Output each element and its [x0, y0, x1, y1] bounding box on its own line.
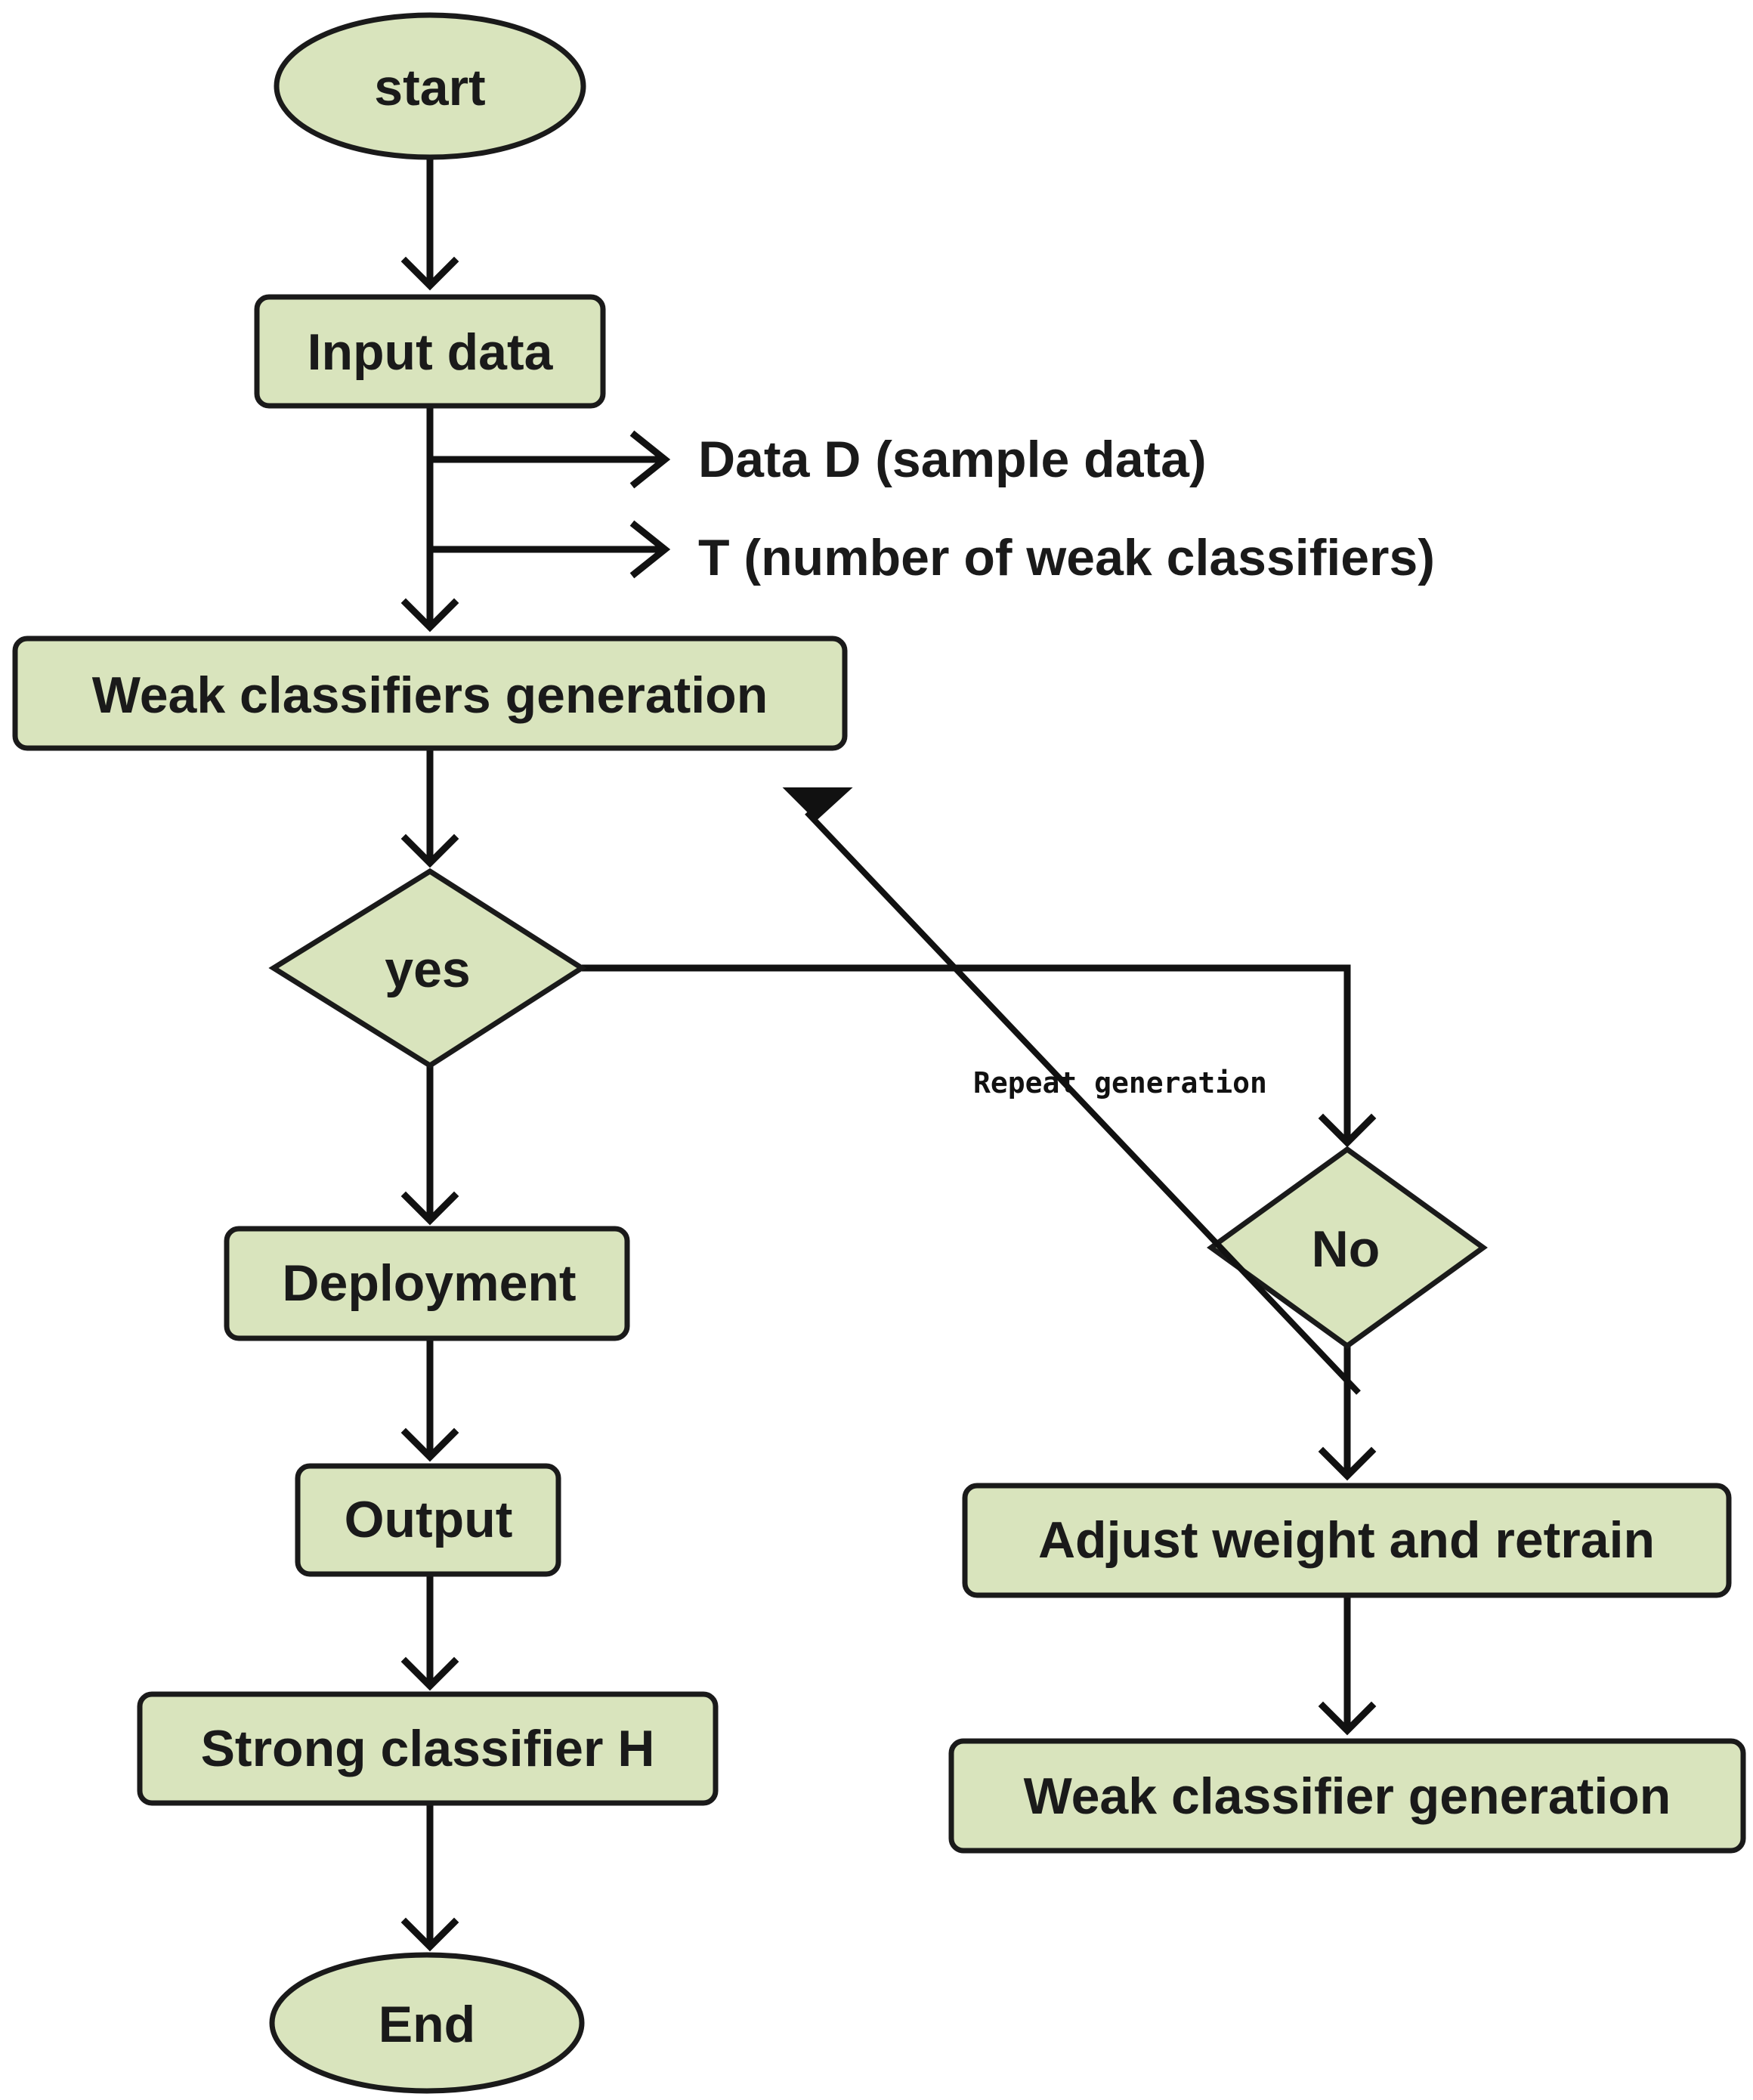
repeat-generation-label: Repeat generation — [973, 1066, 1267, 1099]
arrow-input-to-weak-generation — [400, 406, 459, 632]
arrow-strong-classifier-to-end — [400, 1803, 459, 1952]
adjust-weight-node: Adjust weight and retrain — [962, 1483, 1732, 1598]
weak-classifiers-generation-node: Weak classifiers generation — [12, 636, 848, 751]
arrow-yes-to-no — [582, 964, 1377, 1148]
arrow-to-data-d — [430, 430, 671, 489]
output-label: Output — [345, 1491, 513, 1548]
weak-classifiers-generation-label: Weak classifiers generation — [92, 666, 768, 724]
t-label: T (number of weak classifiers) — [698, 529, 1435, 586]
end-label: End — [379, 1996, 475, 2053]
arrow-start-to-input — [400, 157, 459, 291]
start-node: start — [274, 12, 586, 160]
arrow-yes-to-deployment — [400, 1065, 459, 1226]
decision-no-label: No — [1312, 1220, 1380, 1278]
decision-yes-label: yes — [385, 941, 470, 998]
arrow-deployment-to-output — [400, 1338, 459, 1462]
adjust-weight-label: Adjust weight and retrain — [1038, 1511, 1655, 1569]
start-label: start — [374, 59, 485, 116]
strong-classifier-node: Strong classifier H — [137, 1691, 719, 1806]
arrow-output-to-strong-classifier — [400, 1574, 459, 1691]
strong-classifier-label: Strong classifier H — [201, 1720, 655, 1777]
decision-yes-node: yes — [268, 868, 587, 1069]
weak-classifier-generation-node: Weak classifier generation — [948, 1738, 1746, 1854]
arrow-to-t — [430, 520, 671, 579]
arrow-no-to-adjust-weight — [1318, 1346, 1377, 1481]
data-d-label: Data D (sample data) — [698, 431, 1207, 488]
deployment-node: Deployment — [224, 1226, 630, 1341]
input-data-label: Input data — [308, 323, 554, 381]
deployment-label: Deployment — [282, 1254, 576, 1312]
weak-classifier-generation-label: Weak classifier generation — [1024, 1768, 1671, 1825]
repeat-generation-arrow — [782, 787, 1361, 1395]
arrow-adjust-to-weak-classifier — [1318, 1595, 1377, 1736]
output-node: Output — [295, 1463, 561, 1577]
end-node: End — [269, 1952, 585, 2094]
input-data-node: Input data — [254, 294, 606, 409]
decision-no-node: No — [1207, 1146, 1488, 1350]
arrow-weak-generation-to-yes — [400, 748, 459, 868]
